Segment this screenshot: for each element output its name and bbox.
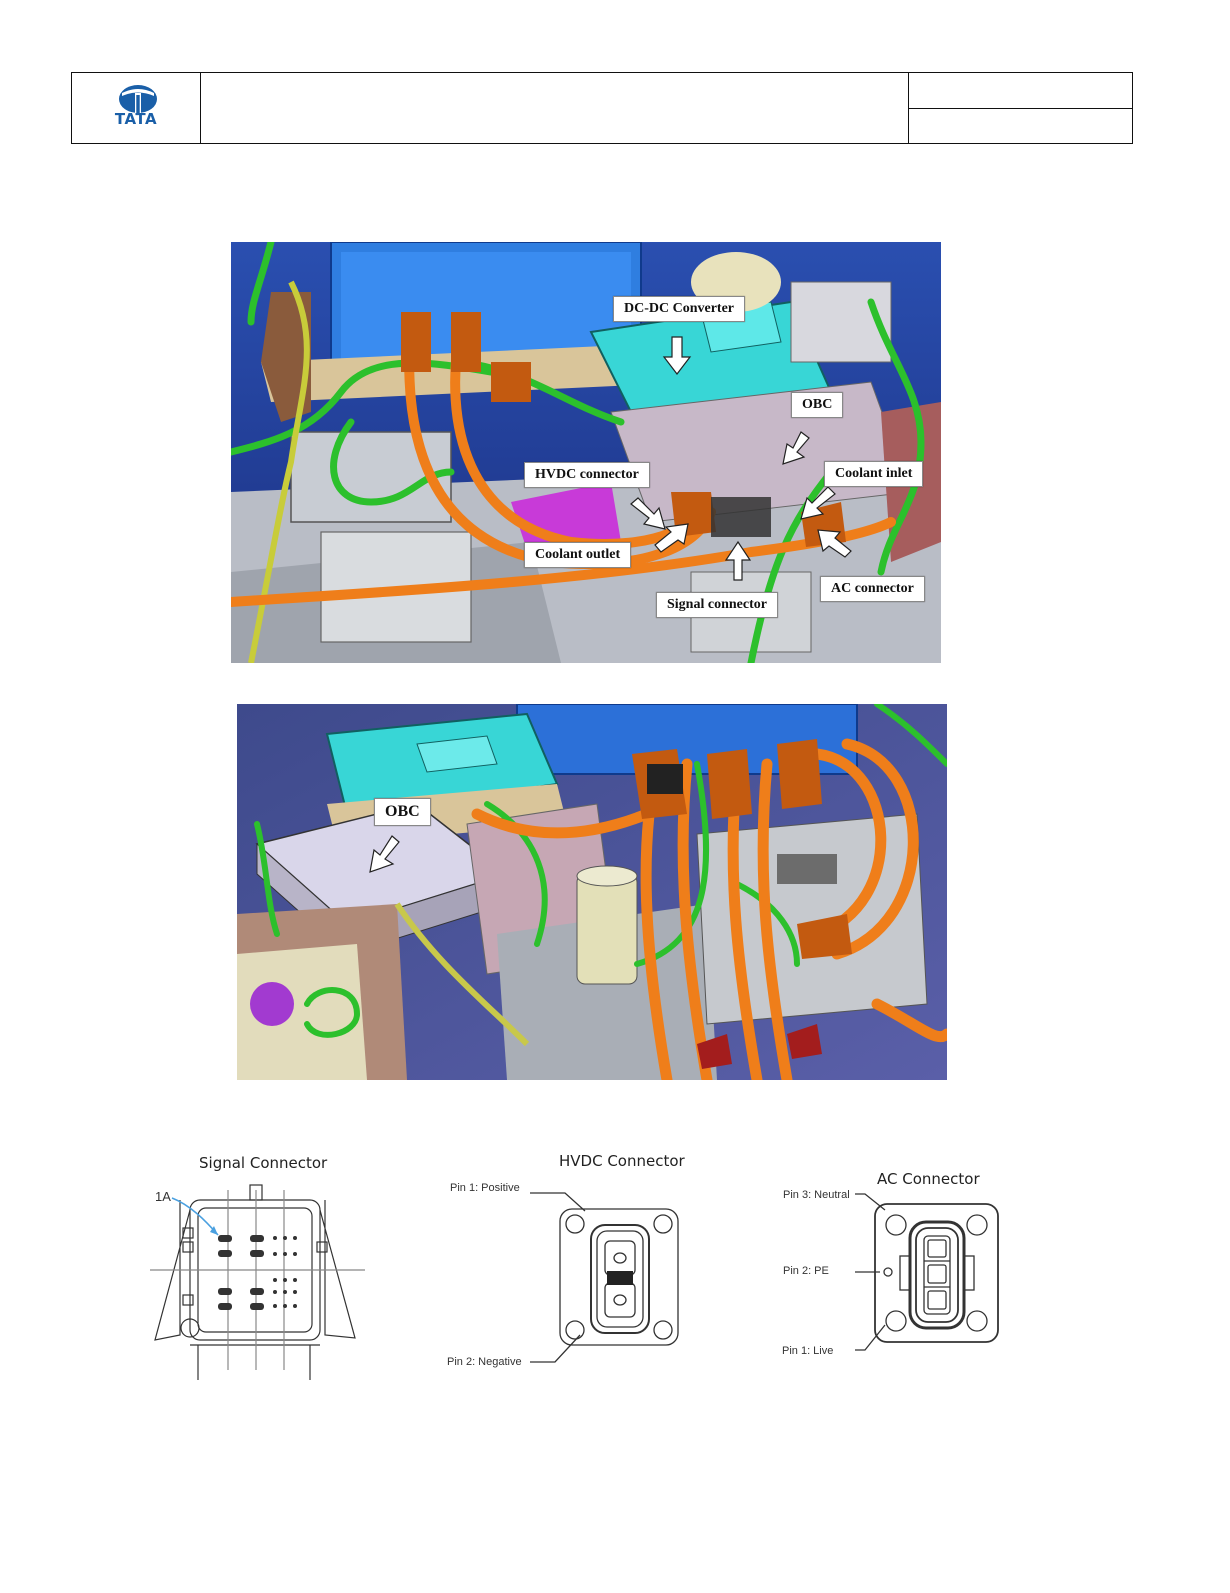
- label-ac-connector: AC connector: [820, 576, 925, 602]
- ac-connector-title: AC Connector: [877, 1170, 980, 1188]
- label-hvdc-connector: HVDC connector: [524, 462, 650, 488]
- label-signal-connector: Signal connector: [656, 592, 778, 618]
- header-right-cell: [908, 73, 1132, 143]
- ac-pin1-label: Pin 1: Live: [782, 1345, 834, 1357]
- hvdc-connector-title: HVDC Connector: [559, 1152, 685, 1170]
- ac-connector-diagram: [855, 1193, 999, 1351]
- label-dcdc-converter: DC-DC Converter: [613, 296, 746, 322]
- logo-cell: TATA: [72, 73, 201, 143]
- engine-bay-photo-bottom: [237, 704, 947, 1080]
- signal-connector-diagram: [150, 1184, 365, 1380]
- label-coolant-inlet: Coolant inlet: [824, 461, 924, 487]
- signal-connector-title: Signal Connector: [199, 1154, 328, 1172]
- document-header: TATA: [71, 72, 1133, 144]
- tata-logo-icon: [119, 85, 157, 113]
- label-obc-top: OBC: [791, 392, 844, 418]
- label-coolant-outlet: Coolant outlet: [524, 542, 632, 568]
- signal-pin-1a-label: 1A: [155, 1189, 171, 1204]
- hvdc-pin2-label: Pin 2: Negative: [447, 1356, 522, 1368]
- ac-pin2-label: Pin 2: PE: [783, 1265, 829, 1277]
- logo-text: TATA: [114, 110, 158, 128]
- hvdc-connector-diagram: [530, 1192, 679, 1363]
- hvdc-pin1-label: Pin 1: Positive: [450, 1182, 520, 1194]
- label-obc-bottom: OBC: [374, 798, 431, 826]
- ac-pin3-label: Pin 3: Neutral: [783, 1189, 850, 1201]
